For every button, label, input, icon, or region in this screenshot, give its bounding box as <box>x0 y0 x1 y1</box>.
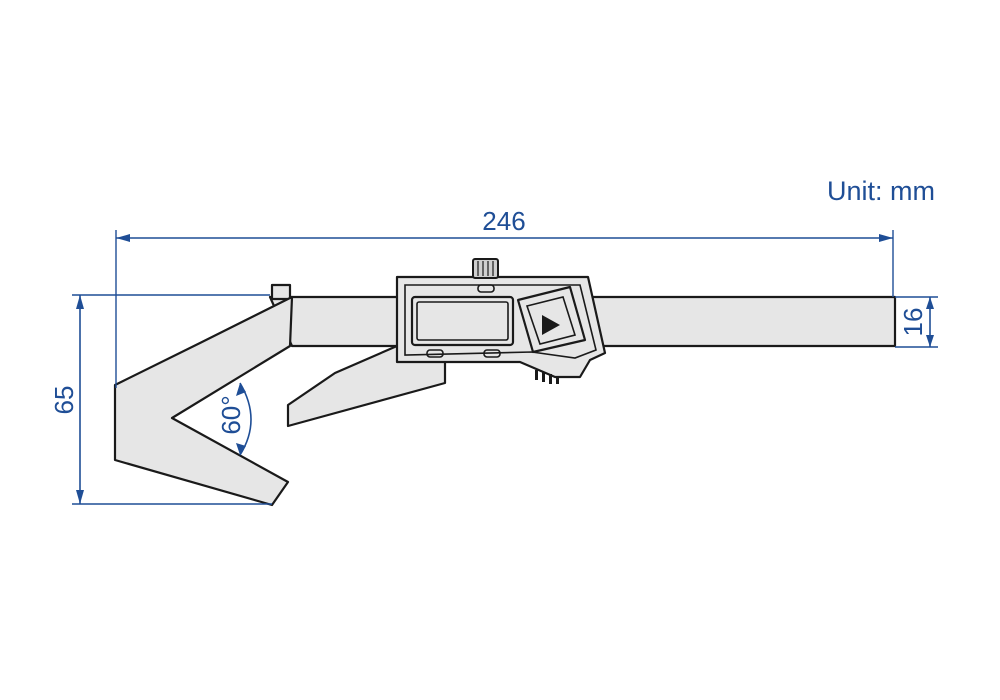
length-value: 246 <box>482 206 525 236</box>
thumb-wheel-ridges <box>477 261 494 276</box>
beam-stop <box>270 283 292 301</box>
play-triangle-icon <box>542 315 560 335</box>
slider-teeth <box>535 370 559 384</box>
lcd-screen <box>410 295 515 347</box>
length-dimension: 246 <box>115 206 894 388</box>
beam-width-value: 16 <box>898 308 928 337</box>
height-value: 65 <box>49 386 79 415</box>
top-slot <box>477 284 495 293</box>
right-button-slot <box>483 349 501 358</box>
height-dimension: 65 <box>49 294 272 505</box>
button-panel-inner <box>525 296 577 345</box>
left-button-slot <box>426 349 444 358</box>
slider-inner-outline <box>404 284 597 359</box>
angle-value: 60° <box>216 395 246 434</box>
angle-dimension: 60° <box>216 382 252 456</box>
caliper-body <box>113 258 897 507</box>
thumb-wheel <box>472 258 499 279</box>
unit-label: Unit: mm <box>827 176 935 206</box>
fixed-hook-jaw <box>113 295 294 507</box>
beam-width-dimension: 16 <box>895 296 938 348</box>
lcd-inner <box>416 301 509 341</box>
